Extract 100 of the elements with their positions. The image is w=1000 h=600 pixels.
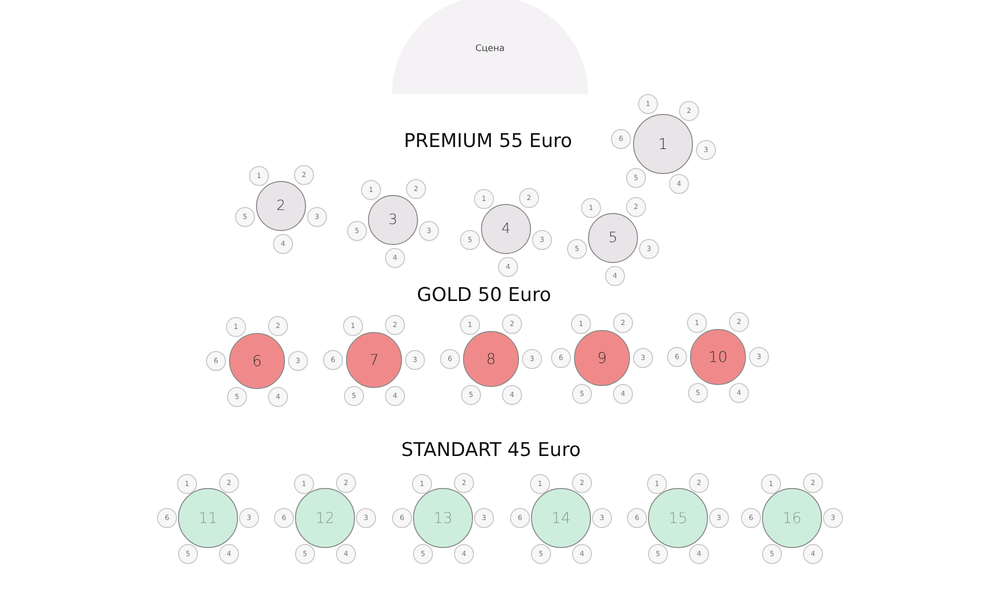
round-table [574,330,630,386]
table-number: 9 [597,349,607,367]
round-table [346,332,402,388]
seat [295,544,315,564]
price-category-heading: PREMIUM 55 Euro [404,130,572,152]
seat [626,168,646,188]
seat [323,350,343,370]
seat [571,314,591,334]
seat [273,234,293,254]
seat [502,385,522,405]
seat [647,474,667,494]
table-number: 13 [433,509,453,527]
table-number: 8 [486,350,496,368]
seat [392,508,412,528]
seat [689,473,709,493]
round-table [690,329,746,385]
seat [385,315,405,335]
seat [626,197,646,217]
seat [294,474,314,494]
seat [592,508,612,528]
seat [385,248,405,268]
table-number: 4 [502,221,510,237]
round-table [413,488,473,548]
seat [761,474,781,494]
seat [460,230,480,250]
seat [177,474,197,494]
table-number: 1 [658,135,668,153]
table-number: 12 [315,509,335,527]
seat [729,383,749,403]
seat [419,221,439,241]
seat [474,508,494,528]
round-table [368,195,418,245]
price-category-heading: GOLD 50 Euro [416,284,552,306]
seat [405,350,425,370]
seat [633,348,653,368]
seat [356,508,376,528]
seat [803,544,823,564]
round-table [463,331,519,387]
table-number: 11 [198,509,218,527]
seat [454,473,474,493]
table-number: 6 [252,352,262,370]
table-number: 10 [708,348,728,366]
round-table [531,488,591,548]
table-number: 14 [551,509,571,527]
seat [157,508,177,528]
seat [347,221,367,241]
seat [519,188,539,208]
seat [239,508,259,528]
round-table [481,204,531,254]
seat [406,179,426,199]
seat [343,316,363,336]
seat [709,508,729,528]
seat [648,544,668,564]
seat [530,474,550,494]
seat [344,386,364,406]
seat [274,508,294,528]
seat [454,544,474,564]
seat [336,473,356,493]
table-number: 16 [782,509,802,527]
seat [226,317,246,337]
seat [288,351,308,371]
seat [639,239,659,259]
seat [227,387,247,407]
seat [336,544,356,564]
seat [178,544,198,564]
table-number: 15 [668,509,688,527]
round-table [178,488,238,548]
seat [268,316,288,336]
seat [823,508,843,528]
seat [413,544,433,564]
round-table [256,181,306,231]
seat [803,473,823,493]
seat [206,351,226,371]
seat [219,473,239,493]
seat [551,348,571,368]
seat [572,384,592,404]
seat [729,312,749,332]
round-table [633,114,693,174]
seat [581,198,601,218]
seat [762,544,782,564]
stage-label: Сцена [475,44,505,54]
seat [689,544,709,564]
seat [687,313,707,333]
seat [638,94,658,114]
seat [249,166,269,186]
seat [502,314,522,334]
seat [611,129,631,149]
seat [474,189,494,209]
seat [510,508,530,528]
round-table [588,213,638,263]
seat [235,207,255,227]
seat [567,239,587,259]
seat [294,165,314,185]
seat [219,544,239,564]
seat [627,508,647,528]
round-table [229,333,285,389]
seat [572,473,592,493]
seat [613,313,633,333]
round-table [295,488,355,548]
seat [679,101,699,121]
